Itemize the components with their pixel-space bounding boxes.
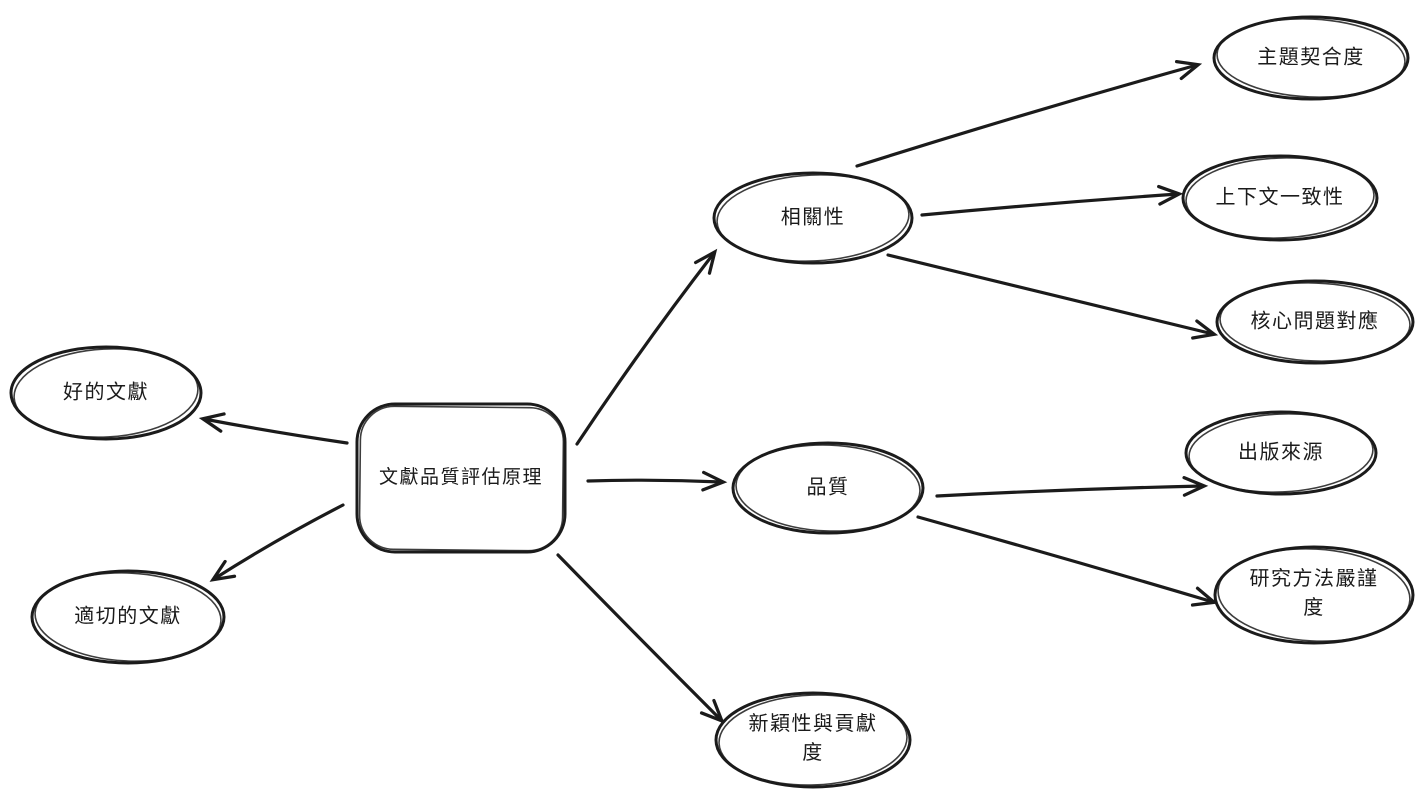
- edge-root-to-novelty-contribution-arrow[interactable]: [556, 553, 725, 724]
- edge-relevance-to-context-consistency-arrow[interactable]: [920, 184, 1184, 217]
- edge-root-to-appropriate-literature-arrow[interactable]: [209, 503, 345, 582]
- edge-relevance-to-topic-fit-arrow[interactable]: [855, 59, 1203, 168]
- context-consistency-node-label[interactable]: 上下文一致性: [1215, 186, 1345, 209]
- core-question-mapping-node-shape[interactable]: [1215, 279, 1415, 365]
- novelty-contribution-node-shape[interactable]: [714, 691, 912, 789]
- edge-quality-to-methodological-rigor-arrow[interactable]: [916, 515, 1219, 607]
- edge-root-to-relevance-arrow[interactable]: [575, 248, 718, 446]
- topic-fit-node-label[interactable]: 主題契合度: [1257, 46, 1365, 69]
- root-node-label[interactable]: 文獻品質評估原理: [378, 467, 544, 489]
- publication-source-node-label[interactable]: 出版來源: [1238, 441, 1324, 464]
- edge-root-to-quality-arrow[interactable]: [586, 470, 728, 492]
- context-consistency-sketch-stroke: [1185, 157, 1375, 239]
- context-consistency-node-shape[interactable]: [1181, 154, 1379, 242]
- edge-relevance-to-core-question-mapping-arrow[interactable]: [886, 253, 1219, 340]
- edge-quality-to-publication-source-arrow[interactable]: [935, 476, 1209, 498]
- novelty-contribution-node-label[interactable]: 新穎性與貢獻度: [748, 713, 878, 764]
- good-literature-node-label[interactable]: 好的文獻: [63, 381, 149, 404]
- good-literature-node-shape[interactable]: [9, 345, 203, 441]
- root-node-shape[interactable]: [355, 402, 567, 554]
- publication-source-node-shape[interactable]: [1184, 410, 1378, 496]
- relevance-sketch-stroke: [716, 174, 910, 262]
- appropriate-literature-node-label[interactable]: 適切的文獻: [74, 605, 182, 628]
- relevance-node-shape[interactable]: [712, 171, 914, 265]
- edge-root-to-good-literature-arrow[interactable]: [198, 412, 349, 445]
- appropriate-literature-node-shape[interactable]: [30, 569, 226, 665]
- methodological-rigor-node-shape[interactable]: [1213, 545, 1415, 645]
- appropriate-literature-sketch-stroke: [34, 572, 222, 662]
- core-question-mapping-node-label[interactable]: 核心問題對應: [1250, 310, 1380, 333]
- core-question-mapping-sketch-stroke: [1219, 282, 1411, 362]
- quality-sketch-stroke: [735, 444, 921, 532]
- quality-node-shape[interactable]: [731, 441, 925, 535]
- relevance-node-label[interactable]: 相關性: [780, 206, 846, 229]
- methodological-rigor-node-label[interactable]: 研究方法嚴謹度: [1249, 568, 1379, 619]
- quality-node-label[interactable]: 品質: [806, 476, 850, 499]
- topic-fit-sketch-stroke: [1216, 18, 1406, 98]
- root-node-sketch-stroke: [358, 405, 565, 552]
- publication-source-sketch-stroke: [1188, 413, 1374, 493]
- good-literature-sketch-stroke: [13, 347, 199, 439]
- novelty-contribution-sketch-stroke: [718, 694, 908, 786]
- methodological-rigor-sketch-stroke: [1217, 547, 1411, 643]
- topic-fit-node-shape[interactable]: [1212, 15, 1410, 101]
